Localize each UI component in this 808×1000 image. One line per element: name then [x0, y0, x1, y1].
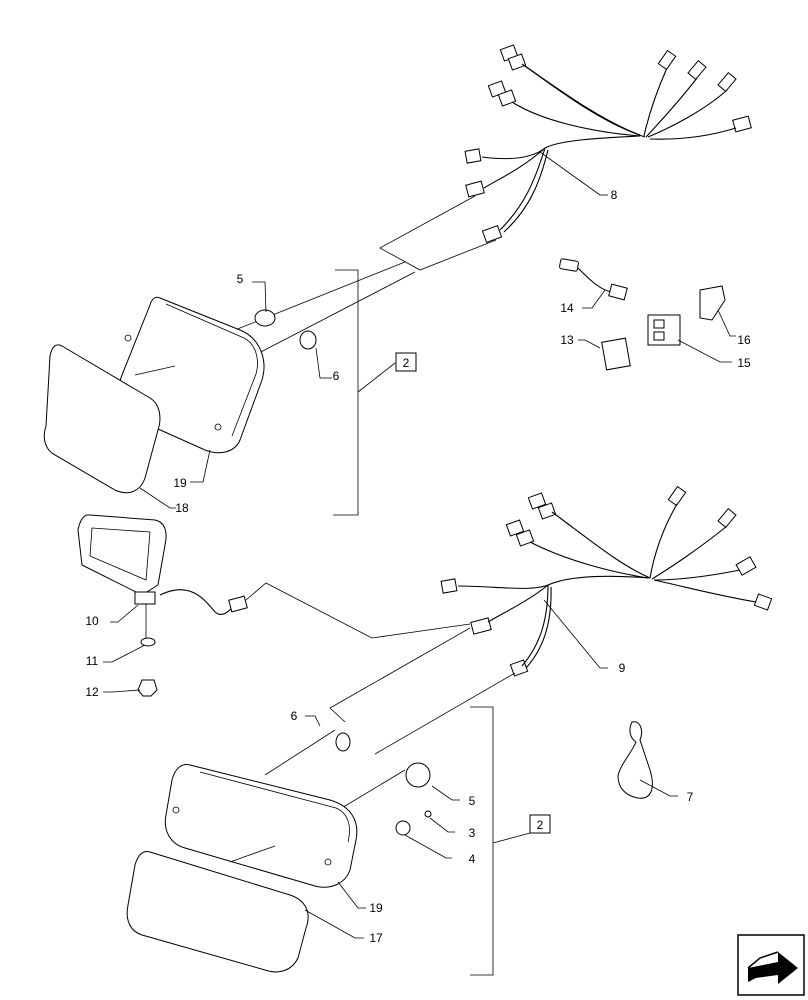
switch-parts: [559, 258, 736, 371]
callout-5-lower: 5: [469, 794, 476, 808]
next-page-arrow-icon[interactable]: [737, 934, 805, 996]
cable-tie: [617, 721, 678, 799]
lower-lamp: [126, 706, 551, 976]
callout-2-upper: 2: [403, 356, 410, 370]
callout-14: 14: [560, 301, 574, 315]
callout-10: 10: [85, 614, 99, 628]
callout-6-lower: 6: [291, 709, 298, 723]
callout-16: 16: [737, 333, 751, 347]
callout-9: 9: [619, 661, 626, 675]
callout-15: 15: [737, 356, 751, 370]
callout-18: 18: [175, 501, 189, 515]
callout-11: 11: [86, 654, 99, 668]
upper-harness: [379, 44, 752, 271]
callout-19-upper: 19: [173, 476, 187, 490]
callout-3: 3: [469, 826, 476, 840]
callout-4: 4: [469, 852, 476, 866]
callout-17: 17: [369, 931, 383, 945]
callout-13: 13: [560, 333, 574, 347]
worklight: [77, 514, 471, 697]
upper-lamp: [43, 261, 417, 516]
callout-19-lower: 19: [369, 901, 383, 915]
callout-12: 12: [85, 685, 99, 699]
callout-5-upper: 5: [237, 272, 244, 286]
lower-harness: [329, 485, 773, 755]
callout-labels: 5 6 2 19 18 8 14 13 16 15 10 11 12 9 6 2…: [85, 188, 751, 945]
callout-7: 7: [687, 790, 694, 804]
callout-6-upper: 6: [333, 369, 340, 383]
callout-2-lower: 2: [537, 818, 544, 832]
callout-8: 8: [611, 188, 618, 202]
